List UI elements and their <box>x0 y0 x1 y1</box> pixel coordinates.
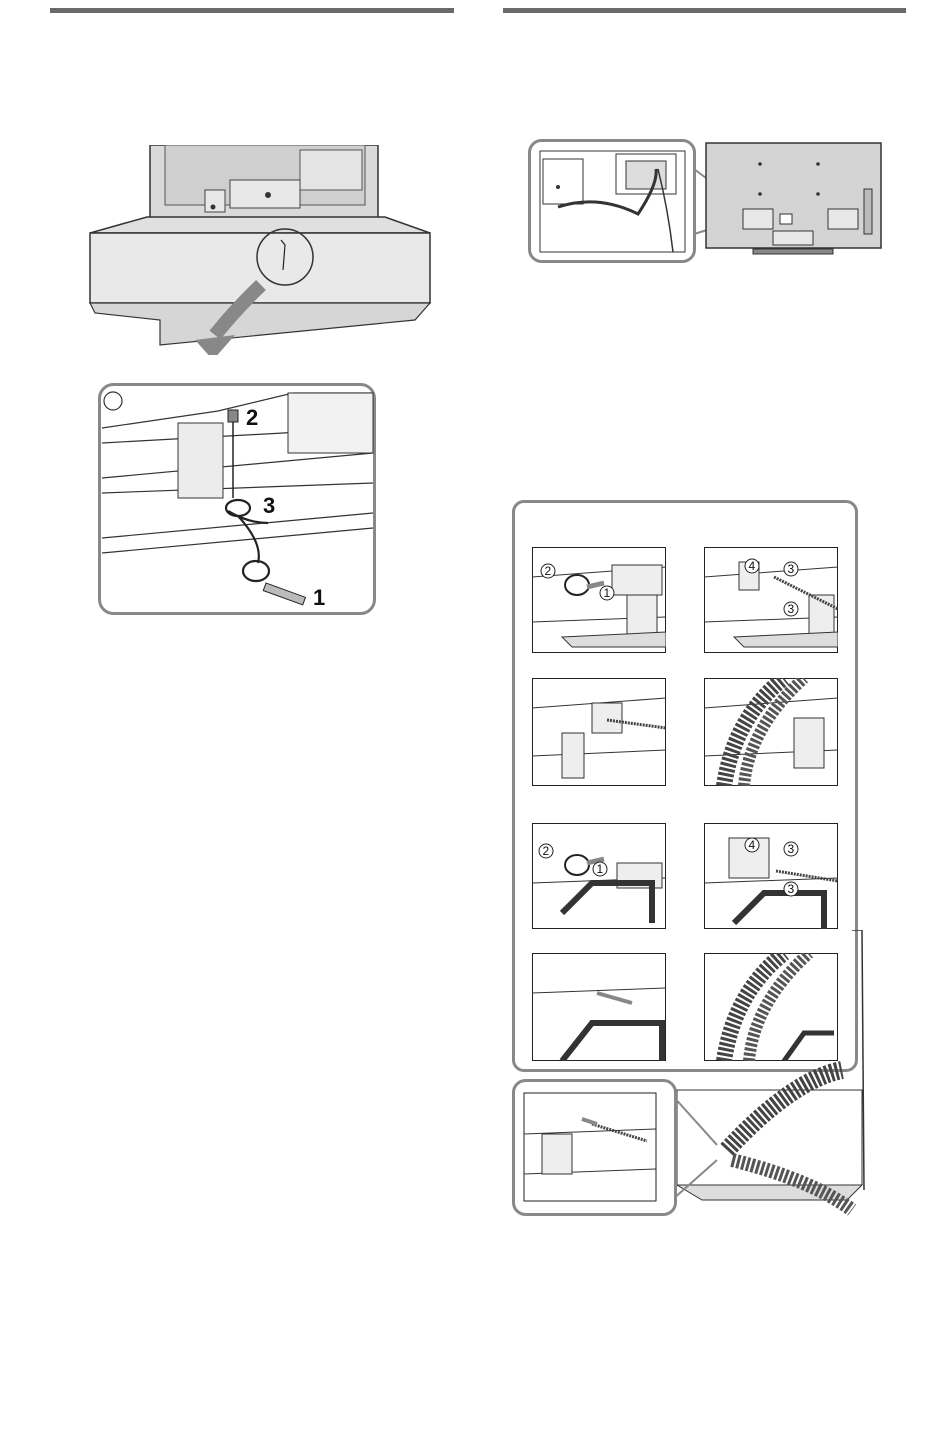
strap-detail-illustration: 2 3 1 <box>98 383 376 615</box>
section-rule-left <box>50 8 454 13</box>
callout-1: 1 <box>313 585 325 610</box>
step-panel-a1: 2 1 <box>532 547 666 653</box>
tv-on-stand-illustration <box>85 145 435 355</box>
step-panel-b2 <box>704 678 838 786</box>
step-panel-b1 <box>532 678 666 786</box>
step-a1-num-1: 1 <box>604 586 611 600</box>
step-c2-num-4: 4 <box>749 838 756 852</box>
step-c1-num-1: 1 <box>597 862 604 876</box>
step-a2-num-3a: 3 <box>788 562 795 576</box>
step-a1-num-2: 2 <box>545 564 552 578</box>
tv-rear-illustration <box>528 139 883 264</box>
step-panel-c2: 4 3 3 <box>704 823 838 929</box>
step-c2-num-3a: 3 <box>788 842 795 856</box>
inset-strap-detail <box>512 1079 677 1216</box>
callout-2: 2 <box>246 405 258 430</box>
step-a2-num-3b: 3 <box>788 602 795 616</box>
step-c1-num-2: 2 <box>543 844 550 858</box>
step-panel-a2: 4 3 3 <box>704 547 838 653</box>
section-rule-right <box>503 8 906 13</box>
step-c2-num-3b: 3 <box>788 882 795 896</box>
callout-3: 3 <box>263 493 275 518</box>
step-a2-num-4: 4 <box>749 559 756 573</box>
step-panel-c1: 2 1 <box>532 823 666 929</box>
